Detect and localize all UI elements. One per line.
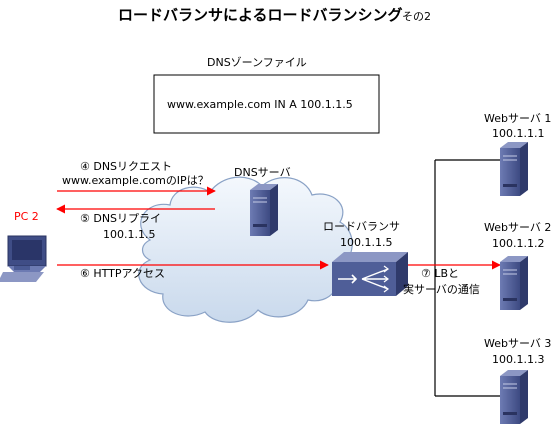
step5-line1: ⑤ DNSリプライ [80, 212, 162, 225]
network-cloud [138, 176, 353, 323]
step4-line1: ④ DNSリクエスト [80, 160, 173, 173]
diagram-subtitle: その2 [402, 10, 431, 23]
web-server-1-ip: 100.1.1.1 [492, 127, 545, 140]
dns-server-icon [250, 184, 278, 236]
step5-line2: 100.1.1.5 [103, 228, 156, 241]
web-server-3-ip: 100.1.1.3 [492, 353, 545, 366]
step7-line1: ⑦ LBと [421, 267, 460, 280]
web-server-2-name: Webサーバ 2 [484, 221, 552, 234]
web-server-2-icon [500, 256, 528, 310]
web-server-1-name: Webサーバ 1 [484, 112, 552, 125]
web-server-3-name: Webサーバ 3 [484, 337, 552, 350]
web-server-1-icon [500, 142, 528, 196]
web-server-2-ip: 100.1.1.2 [492, 237, 545, 250]
load-balancer-icon [332, 252, 408, 296]
pc-label: PC 2 [14, 210, 39, 223]
dns-server-label: DNSサーバ [234, 166, 291, 179]
dns-zone-label: DNSゾーンファイル [207, 56, 307, 69]
load-balancer-label: ロードバランサ [323, 220, 400, 233]
load-balancer-ip: 100.1.1.5 [340, 236, 393, 249]
dns-zone-box [153, 74, 380, 134]
web-server-3-icon [500, 370, 528, 424]
diagram-title: ロードバランサによるロードバランシング [118, 6, 403, 24]
step6-label: ⑥ HTTPアクセス [80, 267, 165, 280]
step4-line2: www.example.comのIPは？ [62, 174, 209, 187]
pc-icon [0, 235, 47, 282]
dns-zone-record: www.example.com IN A 100.1.1.5 [167, 98, 353, 111]
step7-line2: 実サーバの通信 [403, 283, 480, 296]
